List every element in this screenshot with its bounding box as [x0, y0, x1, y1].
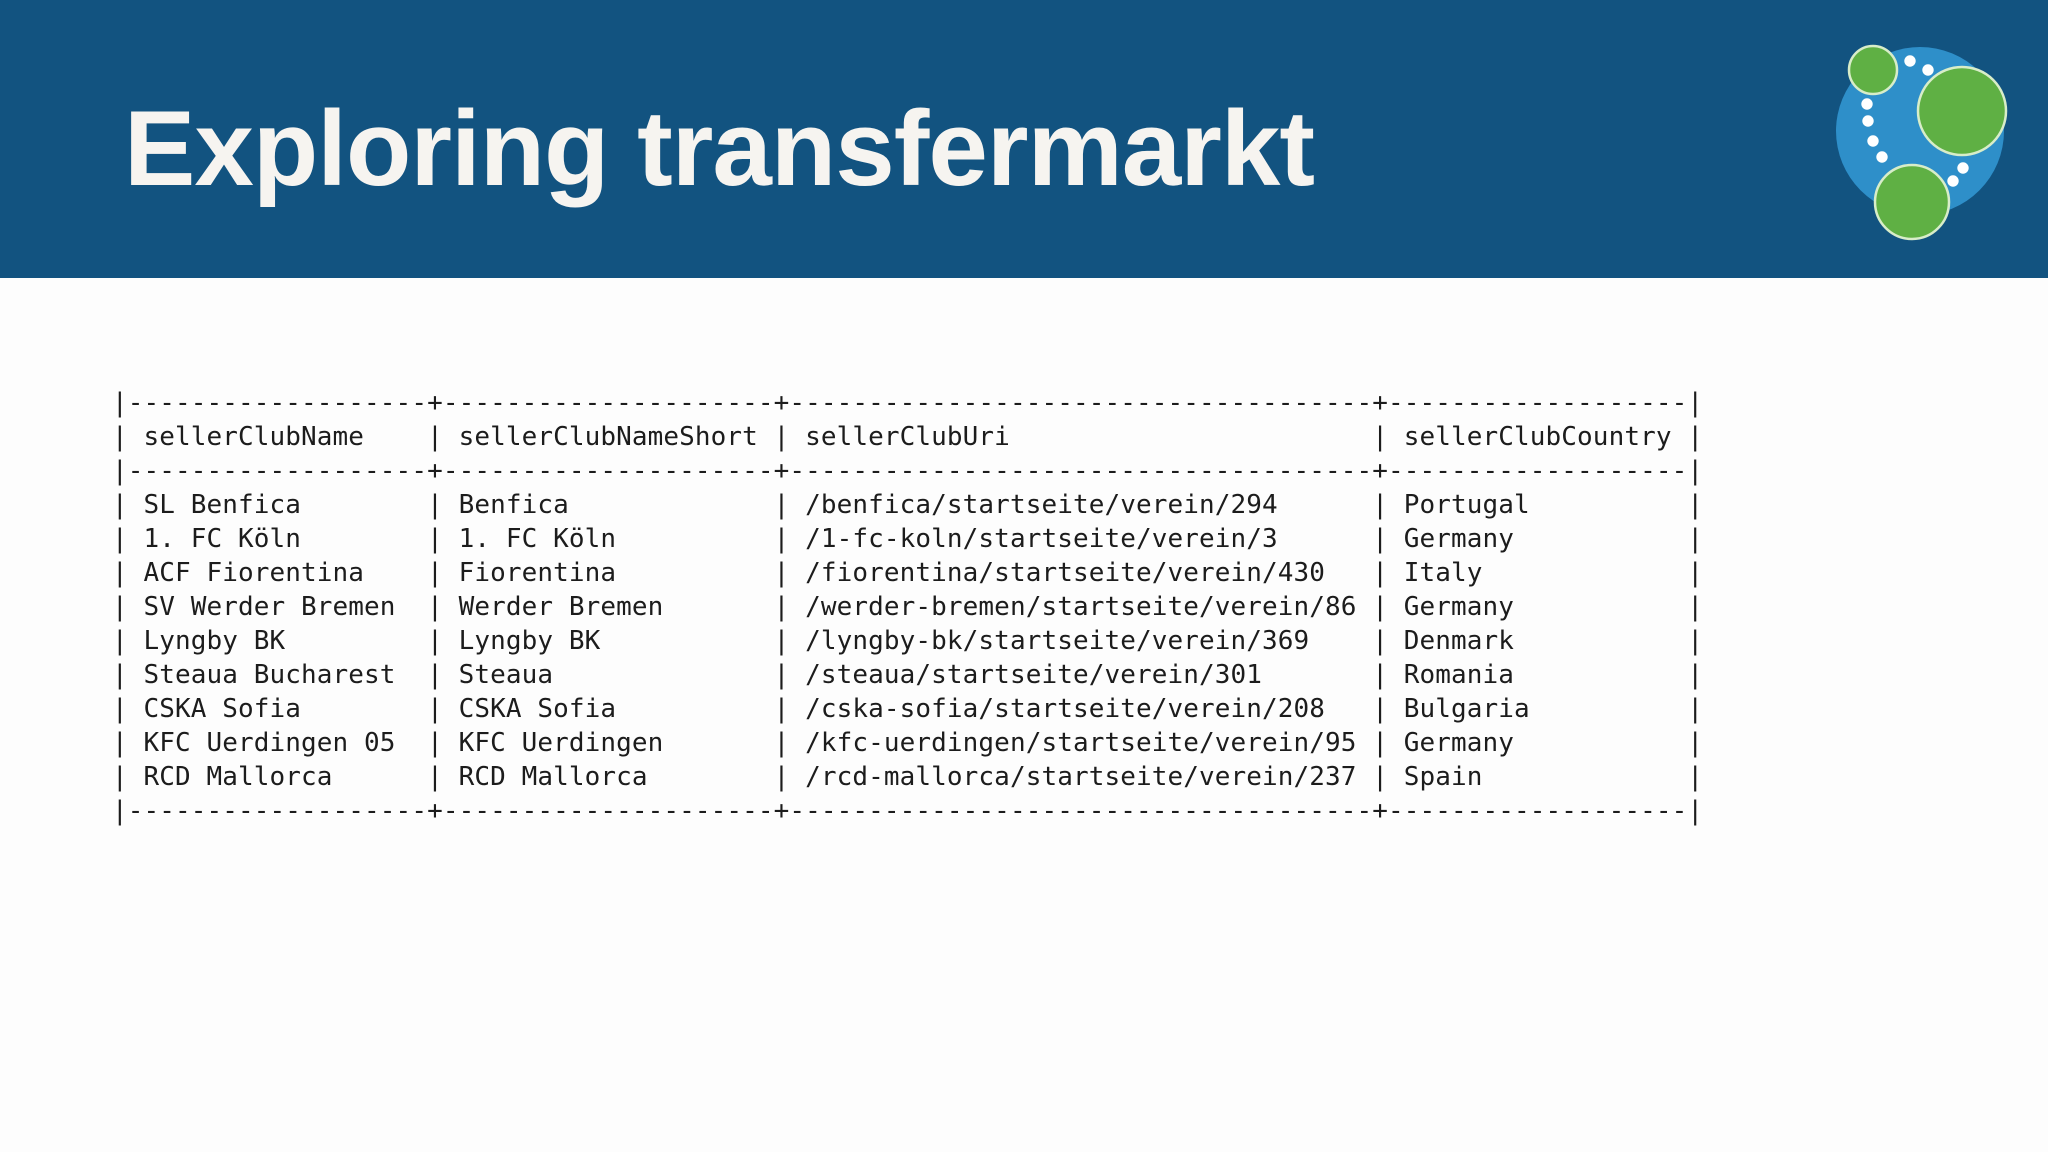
logo-dot: [1862, 115, 1874, 127]
logo-dot: [1867, 135, 1879, 147]
logo-dot: [1957, 162, 1969, 174]
logo-dot: [1861, 98, 1873, 110]
neo4j-logo-icon: [1836, 44, 2008, 241]
logo-dot: [1876, 151, 1888, 163]
query-result-table: |-------------------+-------------------…: [112, 388, 1704, 826]
logo-dot: [1922, 64, 1934, 76]
logo-node-bottom: [1873, 163, 1951, 241]
page-title: Exploring transfermarkt: [124, 88, 1315, 208]
header-band: Exploring transfermarkt: [0, 0, 2048, 278]
logo-node-small: [1847, 44, 1899, 96]
logo-node-large: [1916, 65, 2008, 157]
logo-dot: [1947, 175, 1959, 187]
logo-dot: [1904, 55, 1916, 67]
